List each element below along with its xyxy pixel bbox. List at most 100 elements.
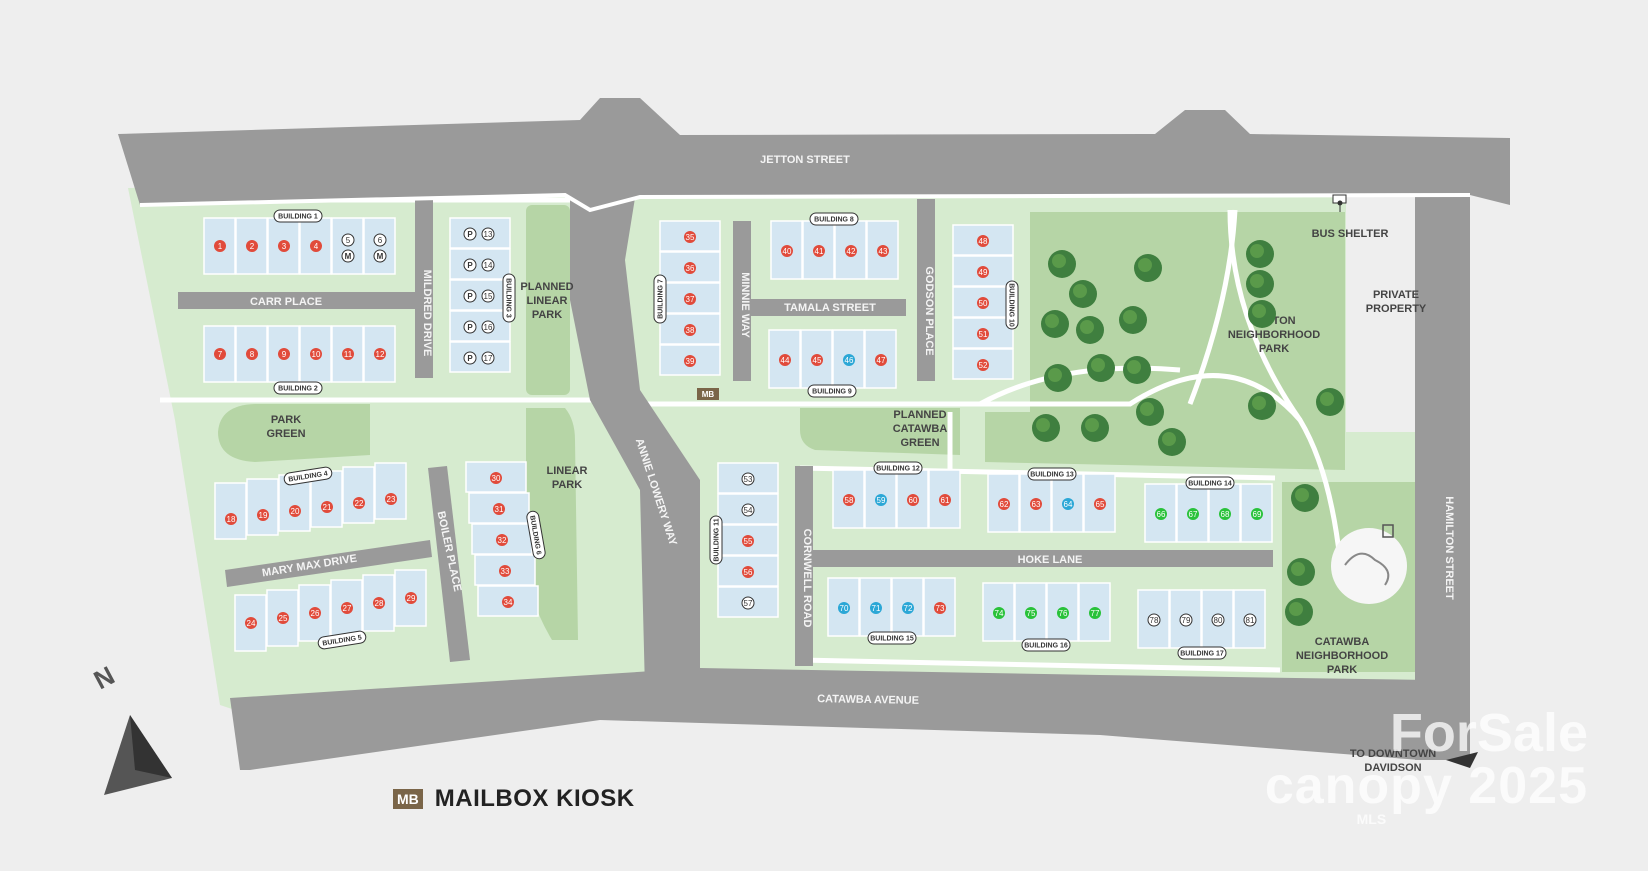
building-label-15: BUILDING 15 [867, 631, 917, 645]
legend-mb-label: MAILBOX KIOSK [434, 785, 635, 812]
lot-number: 12 [376, 350, 385, 359]
lot-number: 50 [979, 299, 988, 308]
lot-22[interactable] [342, 466, 375, 524]
lot-status-dot [779, 354, 791, 366]
area-label-planned-linear-park-2: PARK [532, 309, 562, 321]
lot-number: 44 [781, 356, 790, 365]
lot-number: 13 [484, 230, 493, 239]
lot-status-dot [246, 348, 258, 360]
lot-15[interactable] [449, 279, 511, 311]
planned-linear-park-area [526, 205, 570, 395]
lot-72[interactable] [891, 577, 924, 637]
lot-status-dot [405, 592, 417, 604]
lot-status-dot [214, 348, 226, 360]
lot-status-dot [257, 509, 269, 521]
svg-text:BUILDING 7: BUILDING 7 [658, 279, 665, 319]
lot-number: 49 [979, 268, 988, 277]
building-label-12: BUILDING 12 [873, 461, 923, 475]
lot-number: 72 [904, 604, 913, 613]
lot-status-dot [934, 602, 946, 614]
lot-status-dot [245, 617, 257, 629]
park-green-area [218, 404, 370, 462]
lot-status-dot [870, 602, 882, 614]
area-label-planned-catawba-green-0: PLANNED [893, 409, 946, 421]
lot-status-dot [741, 503, 755, 517]
lot-3[interactable] [267, 217, 300, 275]
lot-status-dot [309, 607, 321, 619]
svg-text:BUILDING 15: BUILDING 15 [870, 636, 914, 643]
lot-status-dot [373, 597, 385, 609]
downtown-arrow-icon [1446, 752, 1478, 768]
lot-number: 67 [1189, 510, 1198, 519]
mary-max-drive-road [225, 540, 432, 587]
lot-17[interactable] [449, 341, 511, 373]
lot-status-dot [496, 534, 508, 546]
lot-number: 31 [495, 505, 504, 514]
lot-status-dot [741, 472, 755, 486]
building-label-10: BUILDING 10 [1005, 280, 1019, 330]
area-label-catawba-neighborhood-park-1: NEIGHBORHOOD [1296, 650, 1388, 662]
svg-text:BUILDING 9: BUILDING 9 [812, 389, 852, 396]
lot-number: 4 [314, 242, 319, 251]
watermark: ForSale canopy 2025 MLS [1265, 706, 1588, 826]
parking-tag: P [467, 323, 473, 332]
area-label-jetton-neighborhood-park-2: PARK [1259, 343, 1289, 355]
building-label-17: BUILDING 17 [1177, 646, 1227, 660]
lot-number: 28 [375, 599, 384, 608]
carr-place-road [178, 292, 418, 309]
lot-71[interactable] [859, 577, 892, 637]
lot-number: 69 [1253, 510, 1262, 519]
minnie-way-road [733, 221, 751, 381]
lot-14[interactable] [449, 248, 511, 280]
lot-16[interactable] [449, 310, 511, 342]
lot-status-dot [1089, 607, 1101, 619]
lot-status-dot [385, 493, 397, 505]
hamilton-street-label: HAMILTON STREET [1443, 496, 1455, 600]
lot-number: 2 [250, 242, 255, 251]
lot-73[interactable] [923, 577, 956, 637]
lot-59[interactable] [864, 469, 897, 529]
lot-status-dot [502, 596, 514, 608]
lot-number: 40 [783, 247, 792, 256]
building-label-7: BUILDING 7 [653, 274, 667, 324]
lot-13[interactable] [449, 217, 511, 249]
lot-number: 10 [312, 350, 321, 359]
lot-23[interactable] [374, 462, 407, 520]
lot-status-dot [684, 231, 696, 243]
lot-number: 29 [407, 594, 416, 603]
lot-number: 62 [1000, 500, 1009, 509]
tamala-street-road [751, 299, 906, 316]
linear-park-area [526, 408, 578, 640]
lot-19[interactable] [246, 478, 279, 536]
lot-number: 51 [979, 330, 988, 339]
lot-number: 68 [1221, 510, 1230, 519]
legend: MB MAILBOX KIOSK [393, 785, 635, 813]
lot-number: 17 [484, 354, 493, 363]
lot-status-dot [977, 297, 989, 309]
north-compass-icon: N [89, 660, 172, 795]
lot-58[interactable] [832, 469, 865, 529]
lot-status-dot [1187, 508, 1199, 520]
lot-number: 56 [744, 568, 753, 577]
mildred-drive-label: MILDRED DRIVE [421, 270, 433, 357]
lot-number: 77 [1091, 609, 1100, 618]
lot-status-dot [310, 348, 322, 360]
svg-text:BUILDING 16: BUILDING 16 [1024, 643, 1068, 650]
lot-number: 20 [291, 507, 300, 516]
lot-number: 33 [501, 567, 510, 576]
lot-18[interactable] [214, 482, 247, 540]
lot-number: 35 [686, 233, 695, 242]
lot-status-dot [1062, 498, 1074, 510]
watermark-line2: canopy 2025 [1264, 757, 1588, 815]
lot-number: 65 [1096, 500, 1105, 509]
lot-number: 18 [227, 515, 236, 524]
lot-26[interactable] [298, 584, 331, 642]
lot-1[interactable] [203, 217, 236, 275]
